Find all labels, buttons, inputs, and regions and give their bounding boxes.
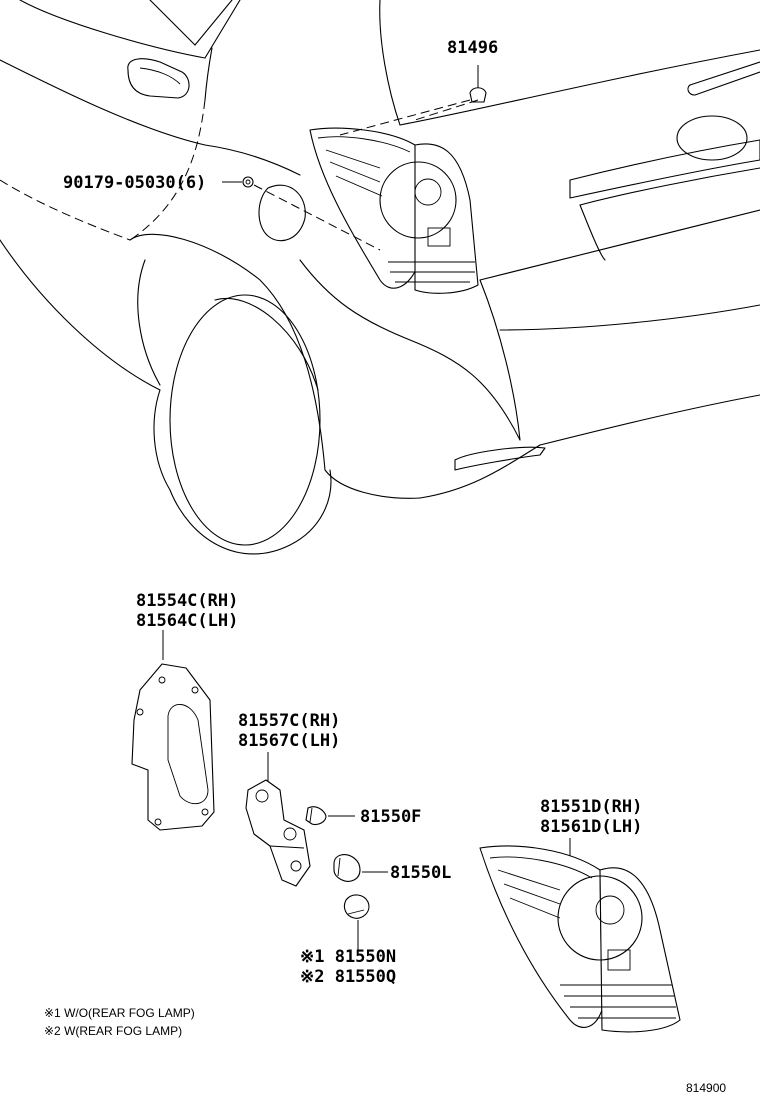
vehicle-rear-illustration [0, 0, 760, 555]
bulb-socket-bracket [245, 752, 311, 887]
clip-81496 [339, 65, 487, 136]
tail-lamp-installed [309, 127, 479, 294]
tail-lamp-assembly [479, 838, 681, 1033]
footnote-2: ※2 W(REAR FOG LAMP) [44, 1024, 182, 1038]
bulb-81550N-Q [343, 894, 370, 952]
bulb-81550F [305, 806, 355, 826]
label-81557C-rh: 81557C(RH) [238, 711, 340, 731]
label-81550N: ※1 81550N [300, 947, 396, 967]
label-81550L: 81550L [390, 863, 451, 883]
label-81550Q: ※2 81550Q [300, 967, 396, 987]
bulb-81550L [333, 854, 388, 882]
label-81551D-rh: 81551D(RH) [540, 797, 642, 817]
footnote-1: ※1 W/O(REAR FOG LAMP) [44, 1006, 195, 1020]
label-81554C-rh: 81554C(RH) [136, 591, 238, 611]
label-81561D-lh: 81561D(LH) [540, 817, 642, 837]
label-81564C-lh: 81564C(LH) [136, 611, 238, 631]
screw-90179 [222, 176, 381, 251]
label-81567C-lh: 81567C(LH) [238, 731, 340, 751]
label-90179-05030: 90179-05030(6) [63, 173, 206, 193]
lamp-cover-gasket [131, 630, 215, 831]
label-81496: 81496 [447, 38, 498, 58]
figure-code: 814900 [686, 1081, 726, 1095]
label-81550F: 81550F [360, 807, 421, 827]
